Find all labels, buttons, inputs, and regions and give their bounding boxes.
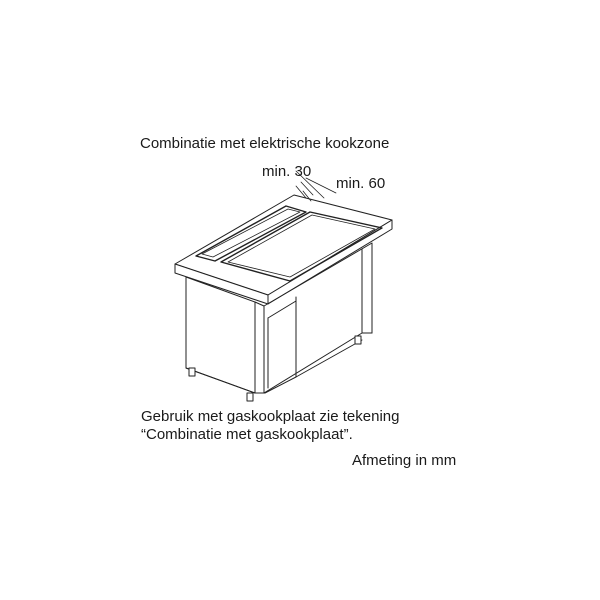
diagram-title: Combinatie met elektrische kookzone [140, 135, 390, 152]
units-note: Afmeting in mm [352, 452, 457, 469]
dimension-label-min30: min. 30 [262, 163, 312, 180]
hob-cutout [220, 211, 383, 282]
usage-note-line1: Gebruik met gaskookplaat zie tekening [141, 408, 400, 425]
worktop-side-face [267, 219, 393, 305]
dimension-leader-min30 [295, 170, 325, 199]
cabinet-foot [354, 335, 362, 345]
downdraft-cutout [195, 205, 307, 262]
cabinet-foot [188, 367, 196, 377]
usage-note-line2: “Combinatie met gaskookplaat”. [141, 426, 353, 443]
dimension-label-min60: min. 60 [336, 175, 386, 192]
cabinet-foot [246, 392, 254, 402]
dimension-leader-min60 [305, 177, 337, 194]
